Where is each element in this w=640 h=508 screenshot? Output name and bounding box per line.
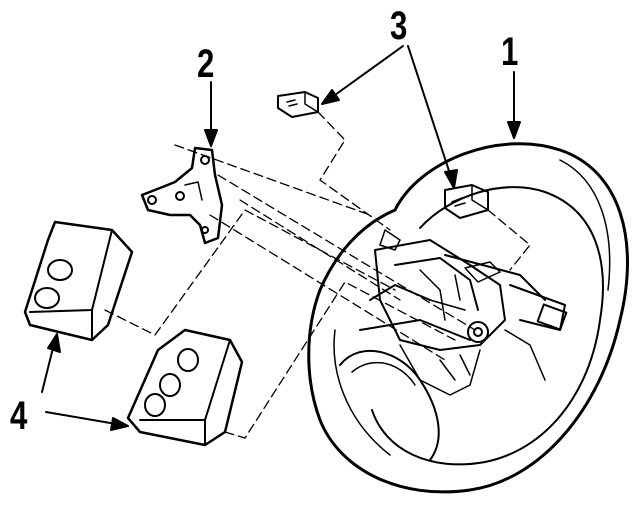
leader-lines bbox=[41, 45, 521, 431]
callout-2: 2 bbox=[197, 42, 215, 86]
horn-pad-lower bbox=[126, 328, 244, 447]
horn-pad-upper bbox=[23, 220, 134, 342]
switch-upper bbox=[277, 91, 319, 118]
mounting-bracket bbox=[140, 146, 224, 245]
steering-wheel bbox=[307, 142, 629, 494]
callout-3: 3 bbox=[390, 4, 408, 48]
assembly-lines bbox=[104, 111, 531, 439]
switch-lower bbox=[444, 184, 489, 219]
callout-4: 4 bbox=[10, 394, 28, 438]
callout-1: 1 bbox=[501, 30, 519, 74]
